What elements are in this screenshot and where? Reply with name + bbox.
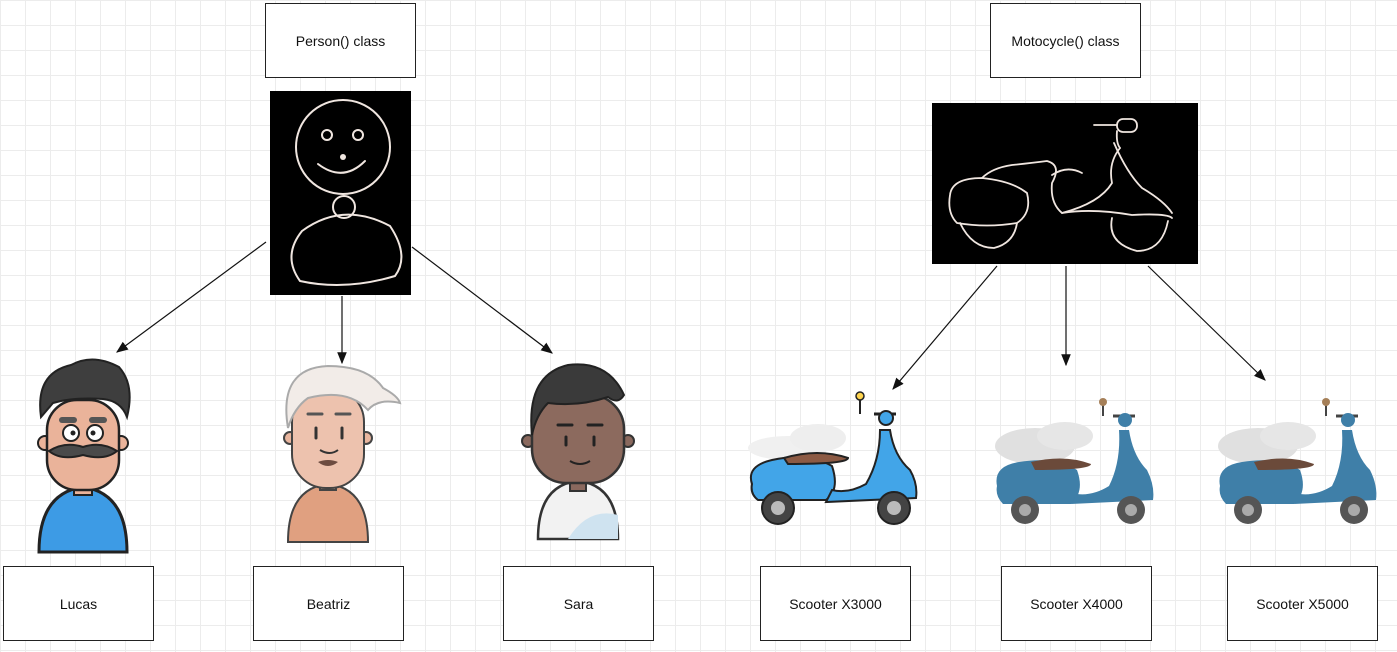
scooter-x3000-icon: [748, 391, 918, 525]
arrow-to-scooter-x3000: [892, 265, 998, 390]
beatriz-avatar: [283, 364, 402, 543]
scooter-x5000-box[interactable]: Scooter X5000: [1227, 566, 1378, 641]
scooter-x3000-label: Scooter X3000: [789, 595, 882, 612]
arrow-to-sara: [411, 246, 553, 354]
motorcycle-class-box[interactable]: Motocycle() class: [990, 3, 1141, 78]
arrow-to-scooter-x5000: [1147, 265, 1266, 381]
motorcycle-class-label: Motocycle() class: [1011, 32, 1120, 49]
beatriz-label: Beatriz: [306, 595, 351, 612]
sara-box[interactable]: Sara: [503, 566, 654, 641]
scooter-x4000-label: Scooter X4000: [1030, 595, 1123, 612]
sara-label: Sara: [563, 595, 594, 612]
sara-avatar: [521, 363, 635, 541]
beatriz-box[interactable]: Beatriz: [253, 566, 404, 641]
lucas-avatar: [37, 358, 131, 554]
scooter-x4000-icon: [995, 398, 1154, 524]
person-class-box[interactable]: Person() class: [265, 3, 416, 78]
scooter-x4000-box[interactable]: Scooter X4000: [1001, 566, 1152, 641]
scooter-sketch: [932, 103, 1198, 264]
scooter-x5000-icon: [1218, 398, 1377, 524]
scooter-x5000-label: Scooter X5000: [1256, 595, 1349, 612]
lucas-box[interactable]: Lucas: [3, 566, 154, 641]
lucas-label: Lucas: [59, 595, 98, 612]
person-sketch: [270, 91, 411, 295]
stick-person-icon: [290, 99, 403, 286]
scooter-outline-icon: [948, 118, 1173, 252]
person-class-label: Person() class: [295, 32, 386, 49]
arrow-to-lucas: [116, 241, 267, 353]
scooter-x3000-box[interactable]: Scooter X3000: [760, 566, 911, 641]
